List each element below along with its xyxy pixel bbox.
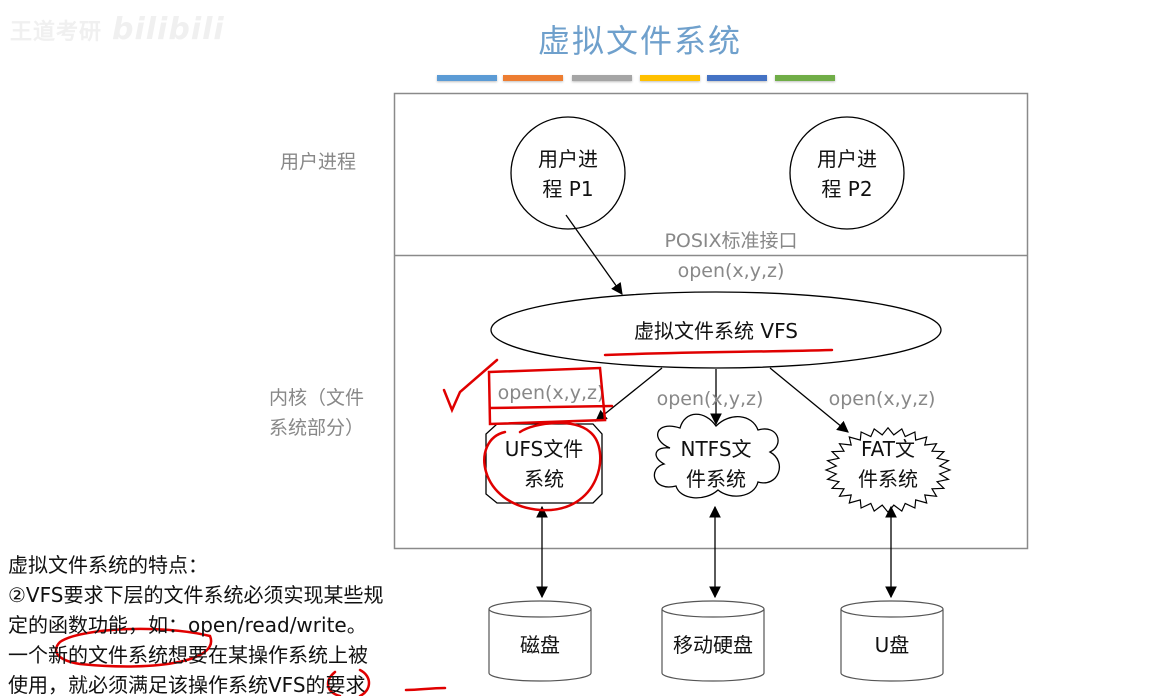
color-bar-5 [707, 75, 767, 81]
fs-ntfs-line2: 件系统 [686, 467, 746, 491]
process-p2-line1: 用户进 [817, 147, 877, 171]
device-disk[interactable]: 磁盘 [488, 600, 592, 682]
fs-ntfs-line1: NTFS文 [680, 437, 751, 461]
color-bar-6 [775, 75, 835, 81]
fs-fat[interactable]: FAT文 件系统 [824, 426, 952, 514]
fs-fat-line2: 件系统 [858, 467, 918, 491]
annotation-circle-ufs [483, 421, 602, 512]
fs-call-fat: open(x,y,z) [829, 388, 936, 410]
posix-interface-label: POSIX标准接口 [664, 230, 797, 252]
color-bar-3 [572, 75, 632, 81]
watermark: 王道考研 bilibili [10, 12, 225, 47]
color-bar-1 [437, 75, 497, 81]
device-usb[interactable]: U盘 [840, 600, 944, 682]
handwritten-annotations [54, 348, 834, 696]
layer-label-kernel-2: 系统部分） [269, 417, 365, 439]
device-usb-label: U盘 [875, 633, 910, 657]
layer-label-user: 用户进程 [280, 151, 357, 173]
page-title: 虚拟文件系统 [537, 22, 742, 60]
arrow-vfs-to-fat [769, 367, 849, 433]
notes: 虚拟文件系统的特点： ②VFS要求下层的文件系统必须实现某些规 定的函数功能，如… [8, 550, 383, 700]
notes-heading: 虚拟文件系统的特点： [8, 553, 208, 577]
device-disk-label: 磁盘 [520, 633, 560, 657]
fs-ntfs[interactable]: NTFS文 件系统 [653, 413, 780, 499]
process-p1[interactable]: 用户进 程 P1 [510, 116, 626, 230]
bilibili-logo: bilibili [112, 12, 225, 47]
arrow-p1-to-vfs [565, 214, 623, 295]
color-bar-2 [503, 75, 563, 81]
fs-fat-line1: FAT文 [861, 437, 915, 461]
annotation-underline-requirement [404, 686, 447, 692]
color-bar-4 [640, 75, 700, 81]
fs-ufs-line1: UFS文件 [505, 437, 584, 461]
fs-ufs[interactable]: UFS文件 系统 [485, 423, 603, 504]
vfs-node[interactable]: 虚拟文件系统 VFS [490, 291, 942, 369]
annotation-circle-new-fs [54, 627, 213, 668]
process-p1-line1: 用户进 [538, 147, 598, 171]
device-hdd-label: 移动硬盘 [673, 633, 753, 657]
watermark-channel: 王道考研 [10, 20, 103, 45]
fs-ufs-line2: 系统 [524, 467, 564, 491]
process-p2-line2: 程 P2 [821, 177, 872, 201]
open-call-label: open(x,y,z) [678, 260, 785, 282]
notes-line-1: ②VFS要求下层的文件系统必须实现某些规 [8, 583, 384, 607]
arrow-vfs-to-ufs [595, 367, 663, 422]
vfs-label: 虚拟文件系统 VFS [634, 319, 798, 343]
annotation-checkmark [442, 358, 499, 414]
device-removable-hdd[interactable]: 移动硬盘 [661, 600, 765, 682]
annotation-underline-vfs [603, 348, 834, 357]
fs-call-ntfs: open(x,y,z) [657, 388, 764, 410]
notes-line-3: 一个新的文件系统想要在某操作系统上被 [8, 643, 368, 667]
notes-line-2: 定的函数功能，如：open/read/write。 [8, 613, 367, 637]
notes-line-4: 使用，就必须满足该操作系统VFS的要求 [8, 673, 366, 697]
process-p2[interactable]: 用户进 程 P2 [789, 116, 905, 230]
annotation-box-open-call [487, 366, 614, 426]
process-p1-line2: 程 P1 [542, 177, 593, 201]
layer-label-kernel-1: 内核（文件 [269, 387, 365, 409]
fs-call-ufs: open(x,y,z) [498, 382, 605, 404]
annotation-circle-vfs [326, 668, 371, 696]
